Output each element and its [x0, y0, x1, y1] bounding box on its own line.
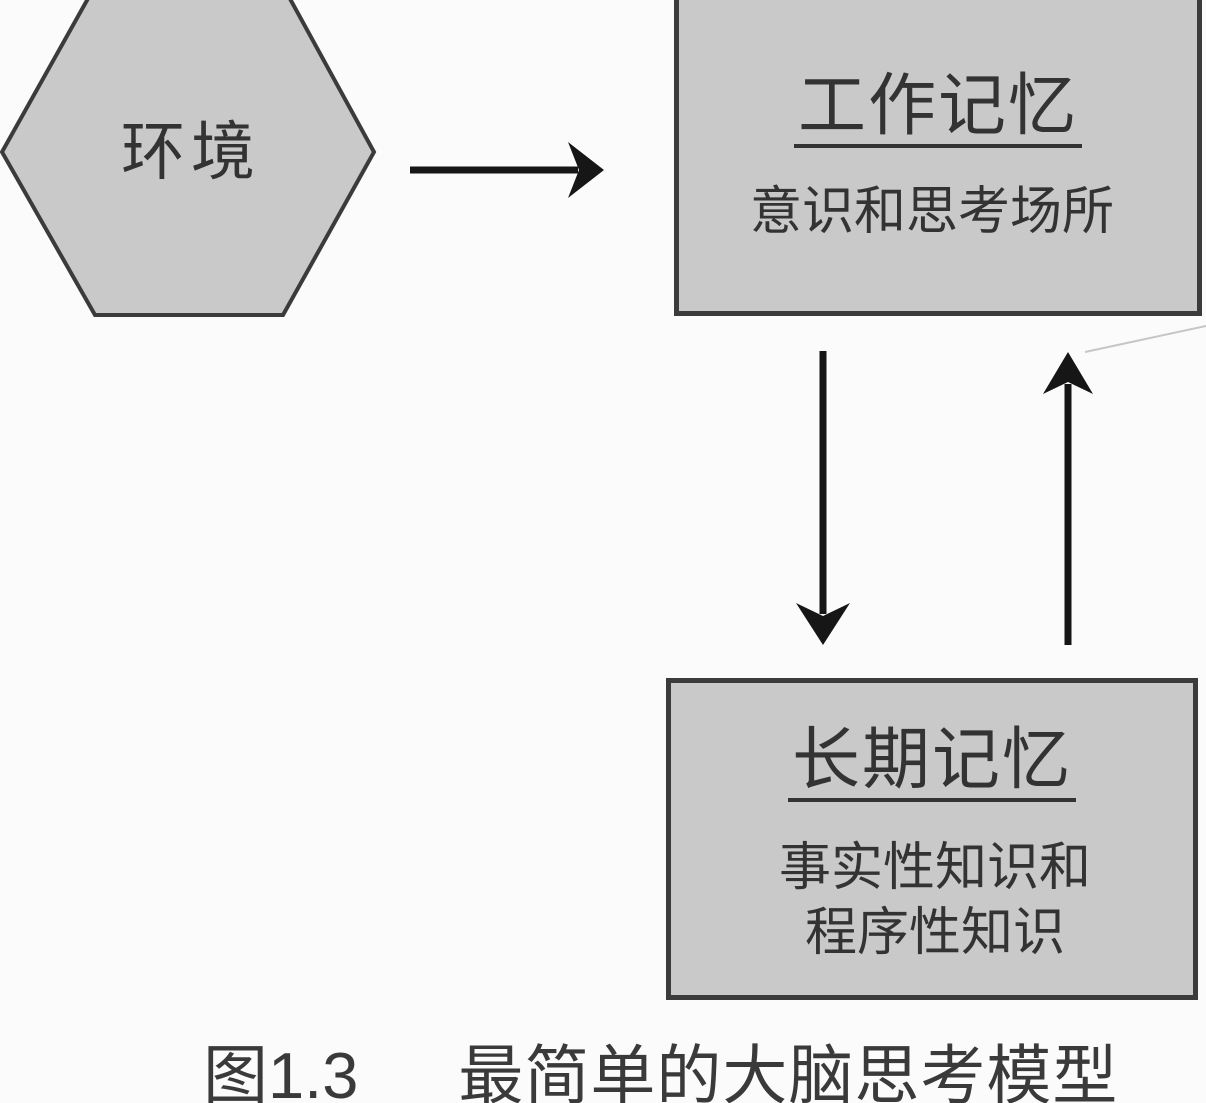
working-memory-title: 工作记忆 [674, 72, 1202, 148]
working-memory-title-text: 工作记忆 [793, 72, 1082, 148]
working-memory-to-long-term-arrow [796, 351, 850, 645]
long-term-memory-title: 长期记忆 [666, 726, 1198, 802]
environment-to-working-memory-arrow [410, 142, 604, 198]
caption-title: 最简单的大脑思考模型 [458, 1039, 1119, 1103]
long-term-to-working-memory-arrow [1043, 352, 1093, 645]
long-term-memory-subtitle: 事实性知识和 程序性知识 [666, 836, 1204, 966]
working-memory-box [674, 0, 1202, 316]
long-term-memory-subtitle-line2: 程序性知识 [804, 904, 1065, 962]
working-memory-subtitle: 意识和思考场所 [749, 183, 1114, 241]
long-term-memory-box [666, 678, 1198, 1000]
caption-figure-number: 图1.3 [203, 1039, 359, 1103]
long-term-memory-subtitle-line1: 事实性知识和 [778, 839, 1091, 897]
long-term-memory-title-text: 长期记忆 [787, 726, 1076, 802]
environment-hexagon [0, 0, 377, 317]
environment-label: 环境 [121, 116, 261, 188]
figure-caption: 图1.3 最简单的大脑思考模型 [203, 1040, 1118, 1103]
scan-artifact-line [1084, 325, 1206, 353]
